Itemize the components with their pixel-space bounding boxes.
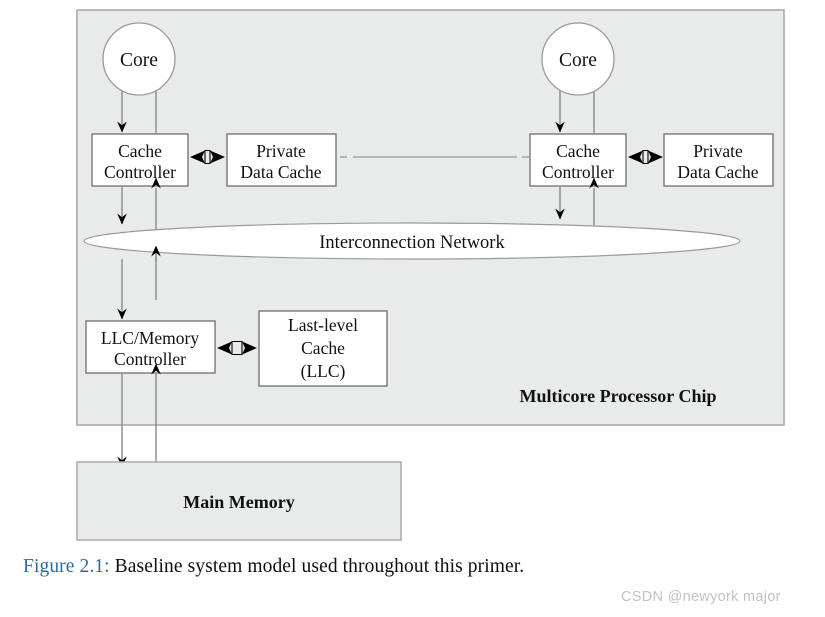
bidir-arrow-cc-right-to-cache bbox=[628, 149, 663, 165]
figure-number: Figure 2.1: bbox=[23, 556, 110, 577]
cache-controller-right-label-line1: Cache bbox=[556, 141, 600, 161]
llc-memory-controller-label-line1: LLC/Memory bbox=[101, 328, 199, 348]
private-data-cache-left-label-line1: Private bbox=[256, 141, 306, 161]
cache-controller-left-label-line2: Controller bbox=[104, 162, 176, 182]
bidir-arrow-llc-controller-to-llc-cache bbox=[217, 340, 257, 356]
last-level-cache-label-line3: (LLC) bbox=[301, 361, 346, 381]
cache-controller-right-box[interactable] bbox=[529, 133, 627, 187]
core-left-label: Core bbox=[120, 50, 158, 71]
cache-controller-left-label-line1: Cache bbox=[118, 141, 162, 161]
last-level-cache-label-line1: Last-level bbox=[288, 315, 358, 335]
private-data-cache-left-label-line2: Data Cache bbox=[240, 162, 321, 182]
last-level-cache-box[interactable] bbox=[258, 310, 388, 387]
private-data-cache-right-label-line2: Data Cache bbox=[677, 162, 758, 182]
bidir-arrow-cc-left-to-cache bbox=[190, 149, 225, 165]
cache-controller-right-label-line2: Controller bbox=[542, 162, 614, 182]
core-left-circle[interactable] bbox=[102, 22, 176, 96]
llc-memory-controller-box[interactable] bbox=[85, 320, 216, 374]
main-memory-label: Main Memory bbox=[183, 492, 294, 512]
multicore-chip-label: Multicore Processor Chip bbox=[520, 386, 717, 406]
figure-caption: Figure 2.1: Baseline system model used t… bbox=[23, 556, 524, 578]
interconnection-network-ellipse[interactable] bbox=[83, 222, 741, 260]
private-data-cache-right-label-line1: Private bbox=[693, 141, 743, 161]
watermark: CSDN @newyork major bbox=[621, 589, 781, 605]
core-right-label: Core bbox=[559, 50, 597, 71]
last-level-cache-label-line2: Cache bbox=[301, 338, 345, 358]
private-data-cache-right-box[interactable] bbox=[663, 133, 774, 187]
core-right-circle[interactable] bbox=[541, 22, 615, 96]
private-data-cache-left-box[interactable] bbox=[226, 133, 337, 187]
interconnection-network-label: Interconnection Network bbox=[319, 233, 505, 253]
llc-memory-controller-label-line2: Controller bbox=[114, 349, 186, 369]
figure-caption-text: Baseline system model used throughout th… bbox=[114, 556, 525, 577]
main-memory-box[interactable] bbox=[76, 461, 402, 541]
cache-controller-left-box[interactable] bbox=[91, 133, 189, 187]
